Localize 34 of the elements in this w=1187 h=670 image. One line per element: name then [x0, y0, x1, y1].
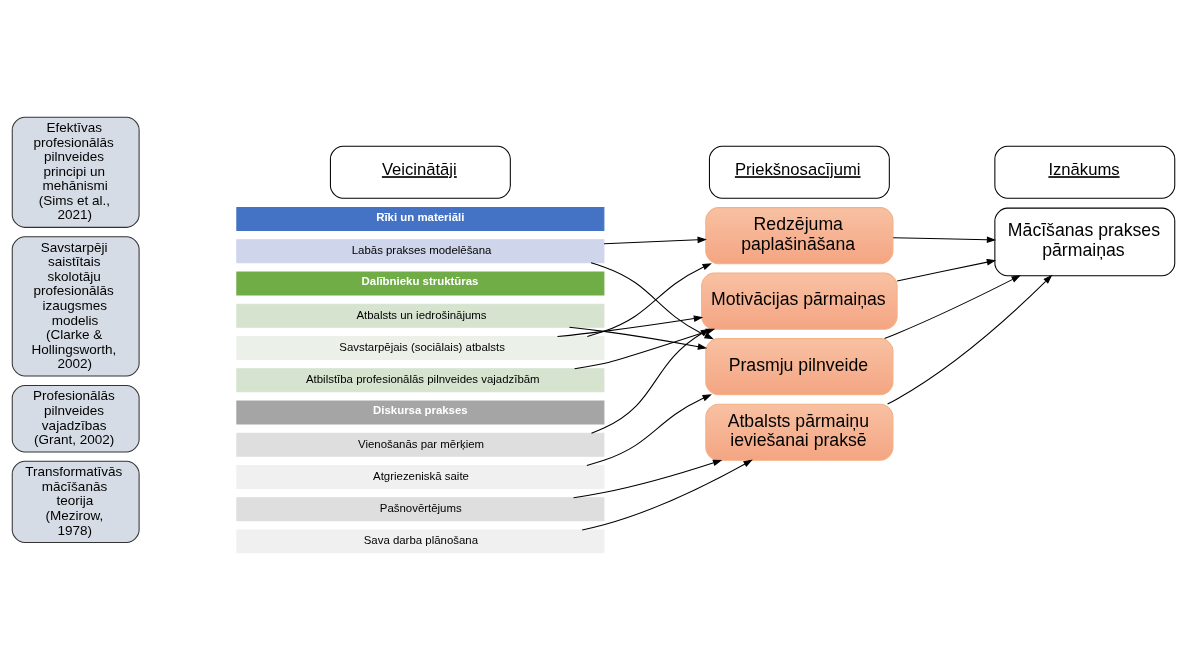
arrow [586, 394, 712, 466]
node-box: Savstarpējais (sociālais) atbalsts [236, 336, 605, 360]
arrow [603, 236, 707, 245]
arrow [590, 328, 710, 434]
node-box: Prasmju pilnveide [705, 338, 894, 396]
node-box: Pašnovērtējums [236, 497, 605, 522]
node-box: Atbalsts un iedrošinājums [236, 303, 605, 328]
node-box: Mācīšanas prakses pārmaiņas [994, 207, 1176, 277]
node-box: Labās prakses modelēšana [236, 239, 605, 264]
arrow [557, 315, 704, 338]
arrow [896, 258, 997, 282]
node-box: Iznākums [994, 145, 1176, 199]
node-box: Savstarpēji saistītais skolotāju profesionālās izaugsmes modelis (Clarke & Hollingsworth, 2002) [11, 236, 140, 377]
node-box: Profesionālās pilnveides vajadzības (Grant, 2002) [11, 384, 140, 453]
node-box: Priekšnosacījumi [708, 145, 890, 199]
node-box: Veicinātāji [329, 145, 511, 199]
node-box: Rīki un materiāli [236, 207, 605, 231]
node-box: Diskursa prakses [236, 400, 605, 425]
arrow [573, 459, 723, 499]
node-box: Atbilstība profesionālās pilnveides vajadzībām [236, 368, 605, 393]
arrow [887, 274, 1053, 405]
node-box: Atbalsts pārmaiņu ieviešanai praksē [705, 403, 894, 461]
node-box: Sava darba plānošana [236, 529, 605, 554]
arrow [568, 326, 708, 350]
node-box: Atgriezeniskā saite [236, 465, 605, 489]
node-box: Transformatīvās mācīšanās teorija (Mezirow, 1978) [11, 460, 140, 543]
arrow [884, 275, 1021, 339]
node-box: Motivācijas pārmaiņas [701, 272, 898, 330]
node-box: Efektīvas profesionālās pilnveides principi un mehānismi (Sims et al., 2021) [11, 116, 140, 228]
node-box: Redzējuma paplašināšana [705, 207, 894, 265]
node-box: Dalībnieku struktūras [236, 271, 605, 296]
arrow [892, 236, 997, 244]
node-box: Vienošanās par mērķiem [236, 432, 605, 457]
arrow [581, 459, 753, 531]
